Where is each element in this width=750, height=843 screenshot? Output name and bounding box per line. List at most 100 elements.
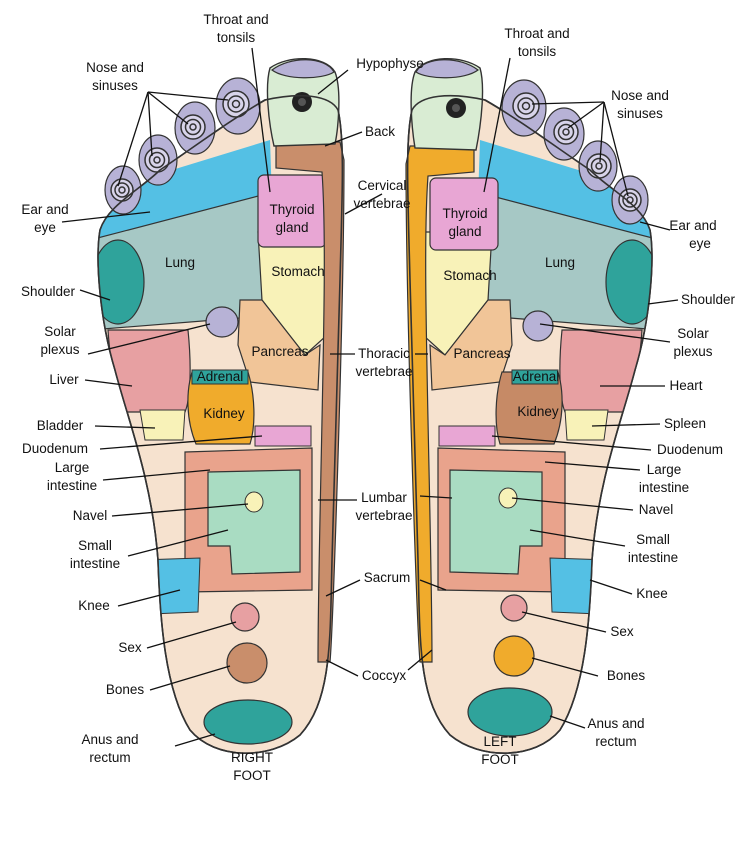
inline-kidney: Kidney [517, 404, 559, 419]
label-solar-line1: Solar [677, 326, 709, 341]
label-nose-line1: Nose and [611, 88, 669, 103]
label-heart: Heart [669, 378, 702, 393]
left-foot-title-line1: LEFT [483, 734, 516, 749]
right-pancreas-zone [237, 299, 321, 391]
left-foot-title-line2: FOOT [481, 752, 519, 767]
label-throat-line2: tonsils [518, 44, 557, 59]
label-ear-line1: Ear and [669, 218, 716, 233]
label-large-line1: Large [55, 460, 90, 475]
label-duodenum: Duodenum [22, 441, 88, 456]
label-large-line2: intestine [639, 480, 689, 495]
right-bladder-zone [139, 409, 186, 441]
label-solar-line1: Solar [44, 324, 76, 339]
label-anus-line1: Anus and [587, 716, 644, 731]
label-nose-line2: sinuses [617, 106, 663, 121]
label-anus-line2: rectum [595, 734, 636, 749]
label-cervical-line1: Cervical [358, 178, 407, 193]
label-large-line1: Large [647, 462, 682, 477]
label-bones: Bones [607, 668, 646, 683]
right-sex-dot [230, 602, 260, 632]
label-ear-line2: eye [689, 236, 711, 251]
right-anus-zone [203, 699, 293, 745]
inline-adrenal: Adrenal [513, 369, 560, 384]
right-ear-eye-zone [98, 140, 272, 245]
label-sex: Sex [118, 640, 142, 655]
left-knee-zone [549, 557, 611, 615]
inline-stomach: Stomach [443, 268, 496, 283]
label-hypophyse: Hypophyse [356, 56, 424, 71]
label-knee: Knee [636, 586, 668, 601]
label-thoracic-line1: Thoracic [358, 346, 410, 361]
label-small-line1: Small [78, 538, 112, 553]
right-adrenal-zone [191, 369, 249, 385]
left-spine-strip [405, 145, 475, 663]
right-big-toe-cap [271, 59, 335, 79]
right-kidney-zone [187, 371, 255, 445]
label-knee: Knee [78, 598, 110, 613]
label-throat-line1: Throat and [504, 26, 569, 41]
label-navel: Navel [639, 502, 674, 517]
label-anus-line1: Anus and [81, 732, 138, 747]
inline-lung: Lung [545, 255, 575, 270]
label-navel: Navel [73, 508, 108, 523]
left-sex-dot [500, 594, 528, 622]
right-foot-labels: Throat and tonsils Nose and sinuses Hypo… [21, 12, 424, 765]
left-pancreas-zone [429, 299, 513, 391]
label-throat-line2: tonsils [217, 30, 256, 45]
right-foot-title-line1: RIGHT [231, 750, 273, 765]
label-anus-line2: rectum [89, 750, 130, 765]
inline-thyroid-line2: gland [275, 220, 308, 235]
inline-pancreas: Pancreas [251, 344, 308, 359]
left-bones-dot [493, 635, 535, 677]
inline-lung: Lung [165, 255, 195, 270]
label-coccyx: Coccyx [362, 668, 407, 683]
left-anus-zone [467, 687, 553, 737]
left-adrenal-zone [511, 369, 559, 385]
left-shoulder-zone [605, 239, 652, 325]
inline-pancreas: Pancreas [453, 346, 510, 361]
label-throat-line1: Throat and [203, 12, 268, 27]
label-solar-line2: plexus [673, 344, 712, 359]
label-back: Back [365, 124, 395, 139]
label-sacrum: Sacrum [364, 570, 411, 585]
foot-titles: RIGHT FOOT LEFT FOOT [231, 734, 519, 783]
label-ear-line1: Ear and [21, 202, 68, 217]
label-small-line2: intestine [70, 556, 120, 571]
inline-kidney: Kidney [203, 406, 245, 421]
label-solar-line2: plexus [40, 342, 79, 357]
left-big-toe-cap [415, 59, 479, 79]
right-foot-title-line2: FOOT [233, 768, 271, 783]
label-lumbar-line2: vertebrae [355, 508, 412, 523]
right-sinus-swirls [110, 90, 250, 202]
inline-thyroid-line2: gland [448, 224, 481, 239]
leader-lines [61, 47, 679, 747]
right-duodenum-zone [254, 425, 312, 447]
label-small-line1: Small [636, 532, 670, 547]
left-foot-inline-labels: Thyroid gland Lung Stomach Pancreas Adre… [442, 206, 575, 419]
label-bones: Bones [106, 682, 145, 697]
right-liver-zone [107, 329, 191, 413]
label-cervical-line2: vertebrae [353, 196, 410, 211]
label-spleen: Spleen [664, 416, 706, 431]
label-liver: Liver [49, 372, 79, 387]
left-foot-labels: Throat and tonsils Nose and sinuses Ear … [504, 26, 735, 749]
left-kidney-zone [495, 371, 563, 445]
label-duodenum: Duodenum [657, 442, 723, 457]
right-shoulder-zone [98, 239, 145, 325]
label-sex: Sex [610, 624, 634, 639]
inline-thyroid-line1: Thyroid [269, 202, 314, 217]
right-foot-inline-labels: Lung Thyroid gland Stomach Pancreas Adre… [165, 202, 325, 421]
label-shoulder: Shoulder [681, 292, 736, 307]
label-nose-line1: Nose and [86, 60, 144, 75]
left-small-intestine-zone [449, 469, 543, 575]
right-solar-plexus-dot [205, 306, 239, 338]
inline-thyroid-line1: Thyroid [442, 206, 487, 221]
left-duodenum-zone [438, 425, 496, 447]
right-bones-dot [226, 642, 268, 684]
left-heart-zone [559, 329, 643, 413]
left-ear-eye-zone [478, 140, 652, 245]
right-foot [97, 58, 345, 754]
left-spleen-zone [564, 409, 609, 441]
